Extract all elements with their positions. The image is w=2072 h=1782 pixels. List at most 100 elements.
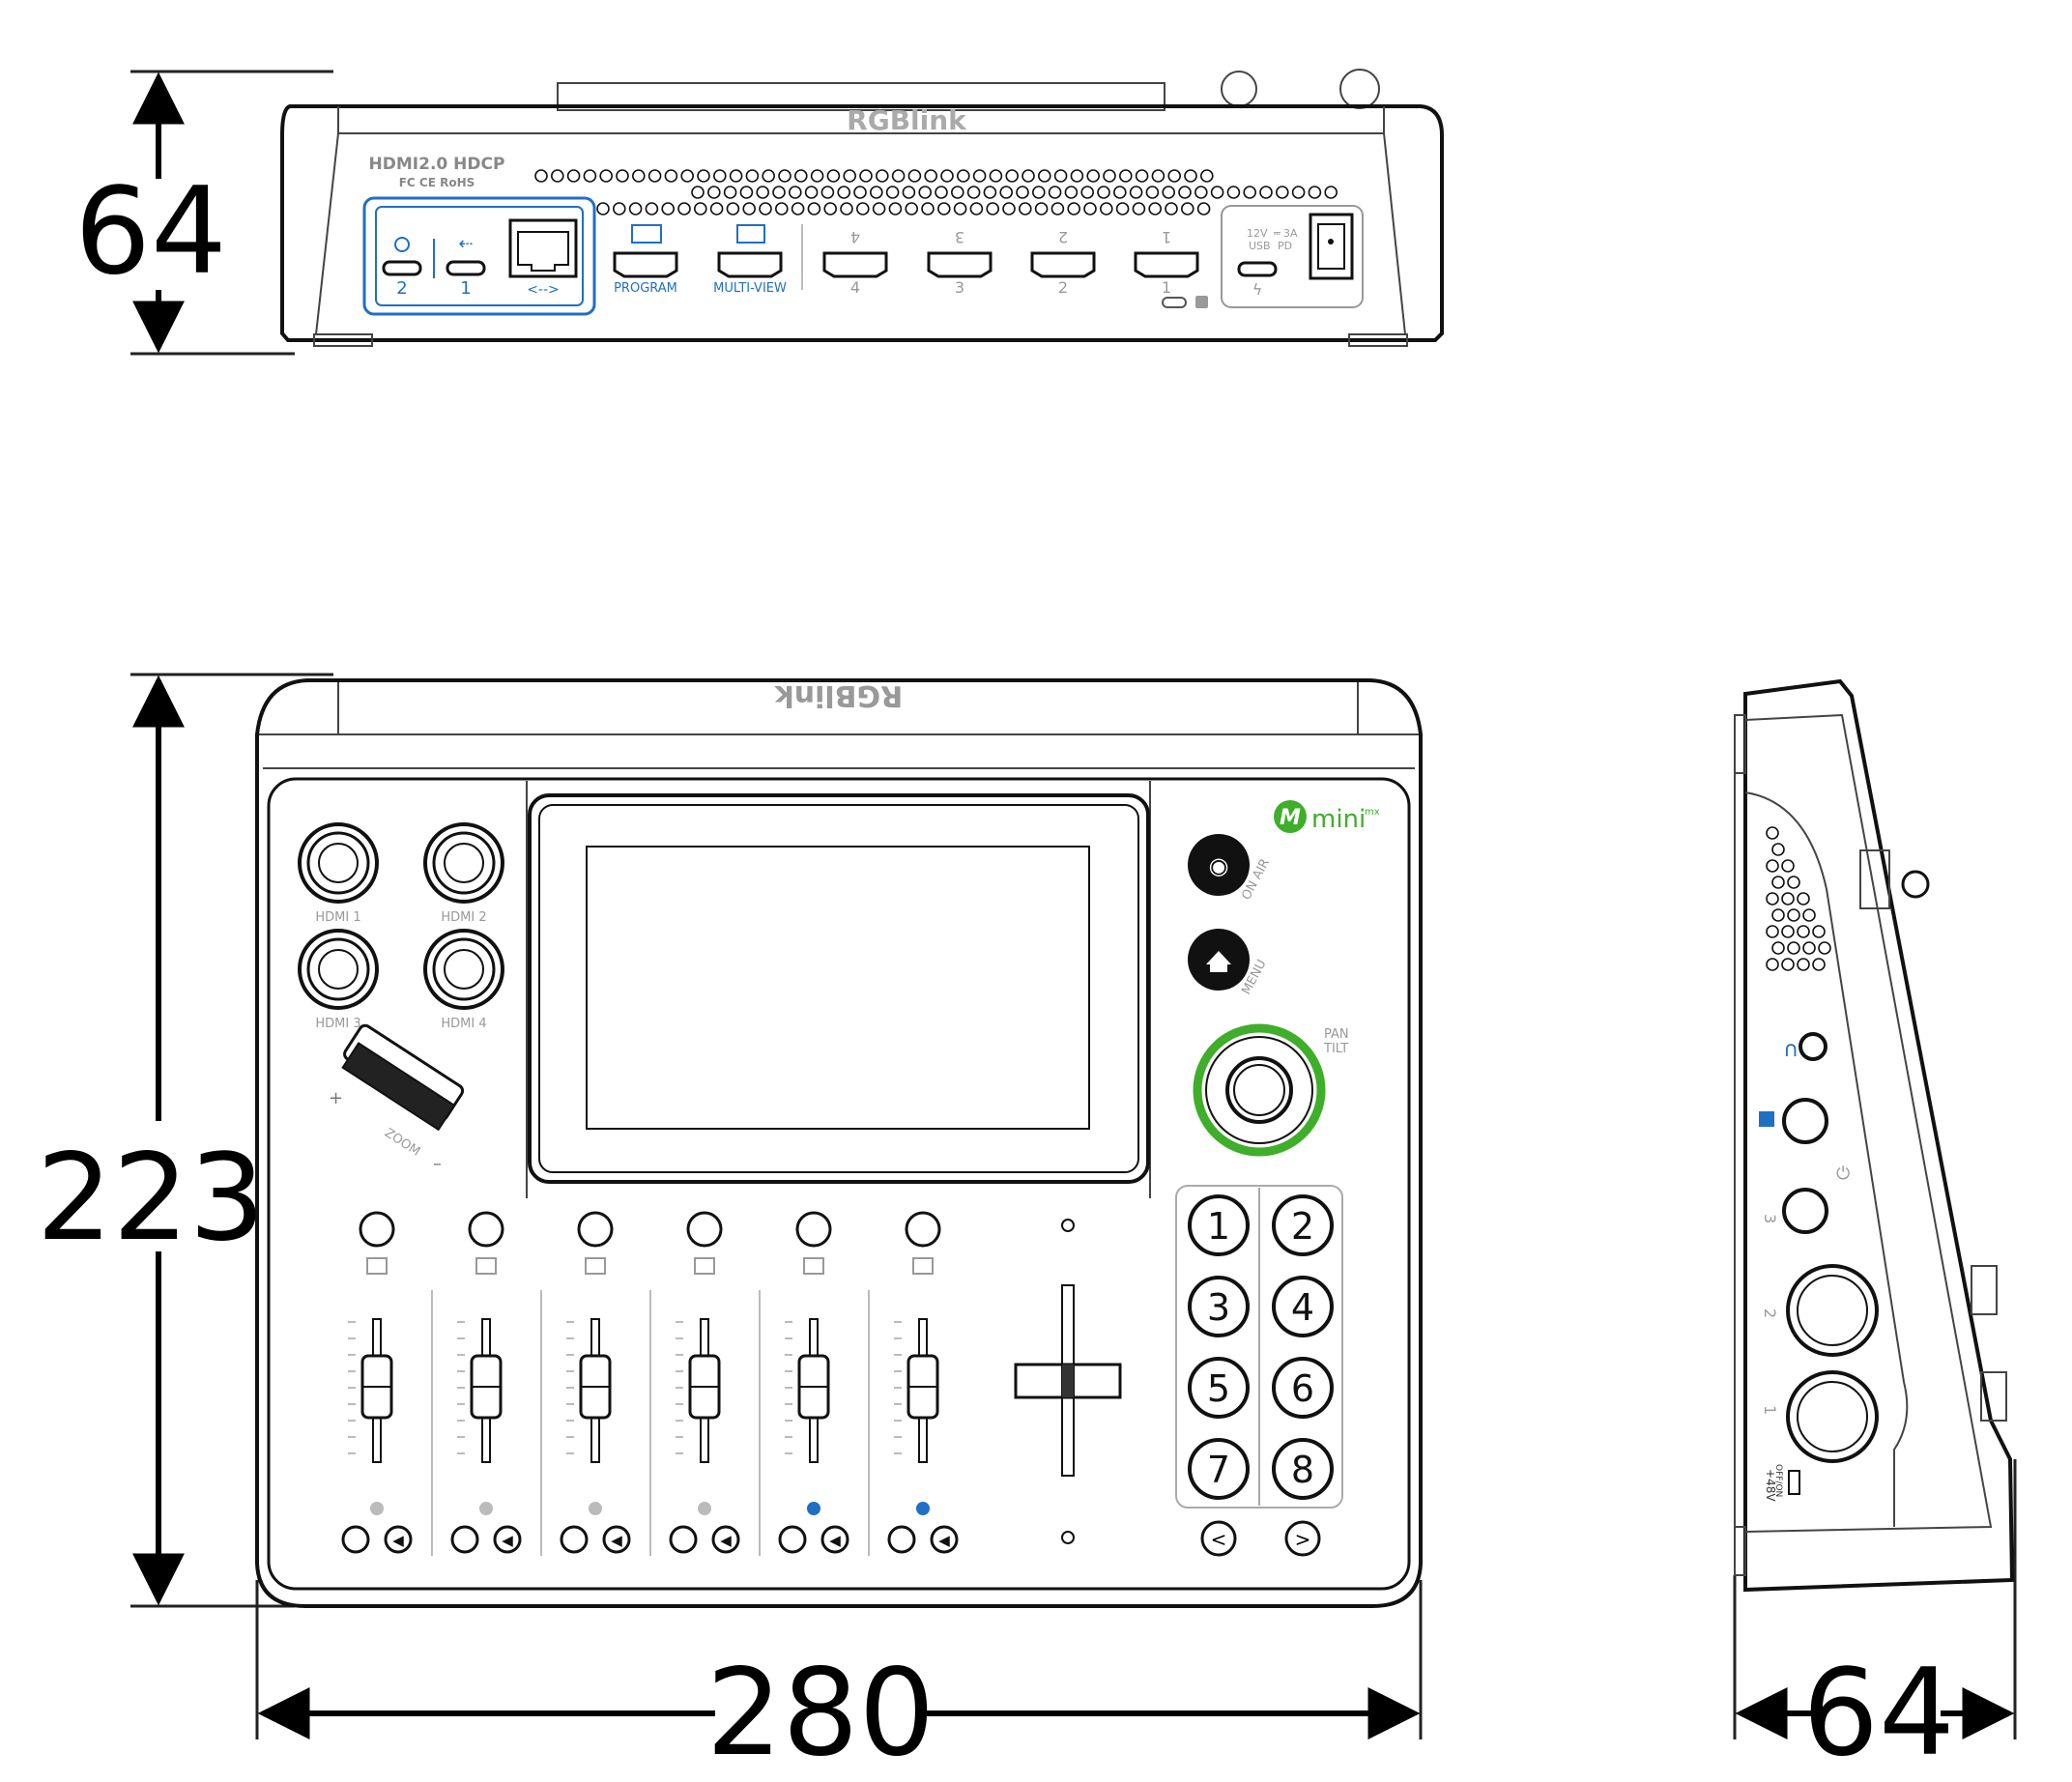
hdmi-input-port[interactable] bbox=[1030, 251, 1096, 278]
hdmi-input-label: 1 bbox=[1162, 278, 1171, 297]
usb-c-power-port[interactable] bbox=[1237, 261, 1278, 277]
overlay-button[interactable] bbox=[686, 1211, 723, 1248]
vent-hole bbox=[1184, 169, 1197, 183]
vent-hole bbox=[550, 169, 564, 183]
keypad-button[interactable] bbox=[1188, 1194, 1250, 1256]
usb-c-port-1-label: 1 bbox=[460, 278, 471, 299]
vent-hole bbox=[823, 202, 838, 216]
audio-follow-button[interactable] bbox=[778, 1525, 807, 1554]
audio-follow-button[interactable] bbox=[450, 1525, 479, 1554]
vent-hole bbox=[648, 169, 662, 183]
chevron-left-icon: < bbox=[1211, 1528, 1227, 1551]
nav-prev-button[interactable] bbox=[1200, 1520, 1237, 1557]
overlay-button[interactable] bbox=[577, 1211, 614, 1248]
hdmi-input-port[interactable] bbox=[927, 251, 993, 278]
keypad-button[interactable] bbox=[1272, 1438, 1334, 1500]
keypad-label: 8 bbox=[1291, 1449, 1314, 1491]
audio-follow-button[interactable] bbox=[887, 1525, 916, 1554]
line-jack-3[interactable] bbox=[1782, 1188, 1828, 1234]
nav-next-button[interactable] bbox=[1284, 1520, 1321, 1557]
front-bevel-right bbox=[1383, 132, 1406, 335]
vent-hole bbox=[1324, 186, 1338, 199]
phantom-power-switch[interactable] bbox=[1788, 1470, 1800, 1495]
side-vent-hole bbox=[1766, 826, 1779, 840]
mute-button[interactable] bbox=[930, 1525, 959, 1554]
hdmi-source-button[interactable] bbox=[306, 937, 370, 1001]
phantom-state: OFF/ON bbox=[1773, 1464, 1783, 1497]
mute-button[interactable] bbox=[493, 1525, 522, 1554]
vent-hole bbox=[969, 202, 984, 216]
hdmi-button-ring bbox=[298, 929, 379, 1010]
mute-button[interactable] bbox=[384, 1525, 413, 1554]
vent-hole bbox=[739, 186, 754, 199]
keypad-button[interactable] bbox=[1272, 1276, 1334, 1337]
headphone-jack[interactable] bbox=[1799, 1032, 1827, 1061]
keypad-frame bbox=[1175, 1185, 1343, 1509]
image-icon bbox=[366, 1257, 388, 1275]
vent-hole bbox=[712, 169, 727, 183]
keypad-button[interactable] bbox=[1272, 1357, 1334, 1419]
overlay-button[interactable] bbox=[795, 1211, 832, 1248]
vent-hole bbox=[1181, 202, 1194, 216]
hdmi-source-button[interactable] bbox=[432, 831, 496, 895]
keypad-label: 4 bbox=[1291, 1286, 1314, 1329]
hdmi-button-cap bbox=[318, 949, 359, 990]
vent-hole bbox=[628, 202, 643, 216]
vent-hole bbox=[875, 169, 889, 183]
ethernet-label: <--> bbox=[527, 282, 560, 298]
mute-button[interactable] bbox=[820, 1525, 849, 1554]
audio-follow-button[interactable] bbox=[560, 1525, 589, 1554]
side-rear-knob-1 bbox=[1971, 1265, 1998, 1315]
vent-hole bbox=[966, 186, 981, 199]
audio-follow-button[interactable] bbox=[341, 1525, 370, 1554]
vent-hole bbox=[759, 202, 772, 216]
hdmi-input-port[interactable] bbox=[1134, 251, 1199, 278]
on-air-button[interactable] bbox=[1188, 834, 1250, 896]
side-front-foot bbox=[1734, 1526, 1746, 1576]
overlay-button[interactable] bbox=[905, 1211, 941, 1248]
ethernet-port[interactable] bbox=[508, 218, 578, 278]
top-brand: RGBlink bbox=[774, 678, 904, 712]
usb-audio-icon bbox=[916, 1502, 930, 1515]
keypad-button[interactable] bbox=[1188, 1357, 1250, 1419]
vent-hole bbox=[793, 169, 808, 183]
mute-button[interactable] bbox=[711, 1525, 740, 1554]
hdmi-source-button[interactable] bbox=[306, 831, 370, 895]
hdmi-input-port[interactable] bbox=[822, 251, 888, 278]
xlr-combo-1[interactable] bbox=[1786, 1370, 1879, 1463]
pan-tilt-joystick[interactable] bbox=[1225, 1056, 1293, 1124]
audio-follow-button[interactable] bbox=[669, 1525, 698, 1554]
pan-label: PAN bbox=[1324, 1027, 1349, 1042]
overlay-button[interactable] bbox=[359, 1211, 395, 1248]
line-jack-1[interactable] bbox=[1782, 1098, 1828, 1144]
keypad-button[interactable] bbox=[1188, 1276, 1250, 1337]
lightning-icon: ϟ bbox=[1252, 280, 1263, 299]
side-knob[interactable] bbox=[1901, 870, 1930, 899]
side-vent-hole bbox=[1781, 859, 1795, 873]
keypad-button[interactable] bbox=[1272, 1194, 1334, 1256]
usb-c-port-1[interactable] bbox=[446, 260, 486, 276]
zoom-rocker[interactable] bbox=[337, 1023, 465, 1132]
front-brand: RGBlink bbox=[847, 104, 967, 136]
hdmi-source-button[interactable] bbox=[432, 937, 496, 1001]
vent-hole bbox=[1308, 186, 1322, 199]
keypad-button[interactable] bbox=[1188, 1438, 1250, 1500]
top-depth-dimension: 223 bbox=[37, 1129, 266, 1268]
power-dc-icon: ═ bbox=[1273, 227, 1281, 240]
front-foot-left bbox=[313, 333, 373, 347]
hdmi-button-cap bbox=[318, 843, 359, 883]
zoom-plus: + bbox=[329, 1088, 343, 1108]
hdmi-program-port[interactable] bbox=[613, 251, 678, 278]
vent-hole bbox=[843, 169, 857, 183]
xlr-combo-2[interactable] bbox=[1786, 1264, 1879, 1357]
lcd-screen[interactable] bbox=[586, 846, 1090, 1130]
usb-c-port-2[interactable] bbox=[382, 260, 422, 276]
vent-hole bbox=[1178, 186, 1192, 199]
hdmi-multiview-port[interactable] bbox=[717, 251, 783, 278]
hdmi-button-cap bbox=[444, 843, 484, 883]
mute-button[interactable] bbox=[602, 1525, 631, 1554]
usb-audio-icon bbox=[1759, 1111, 1774, 1127]
overlay-button[interactable] bbox=[468, 1211, 504, 1248]
power-switch[interactable] bbox=[1309, 213, 1354, 280]
